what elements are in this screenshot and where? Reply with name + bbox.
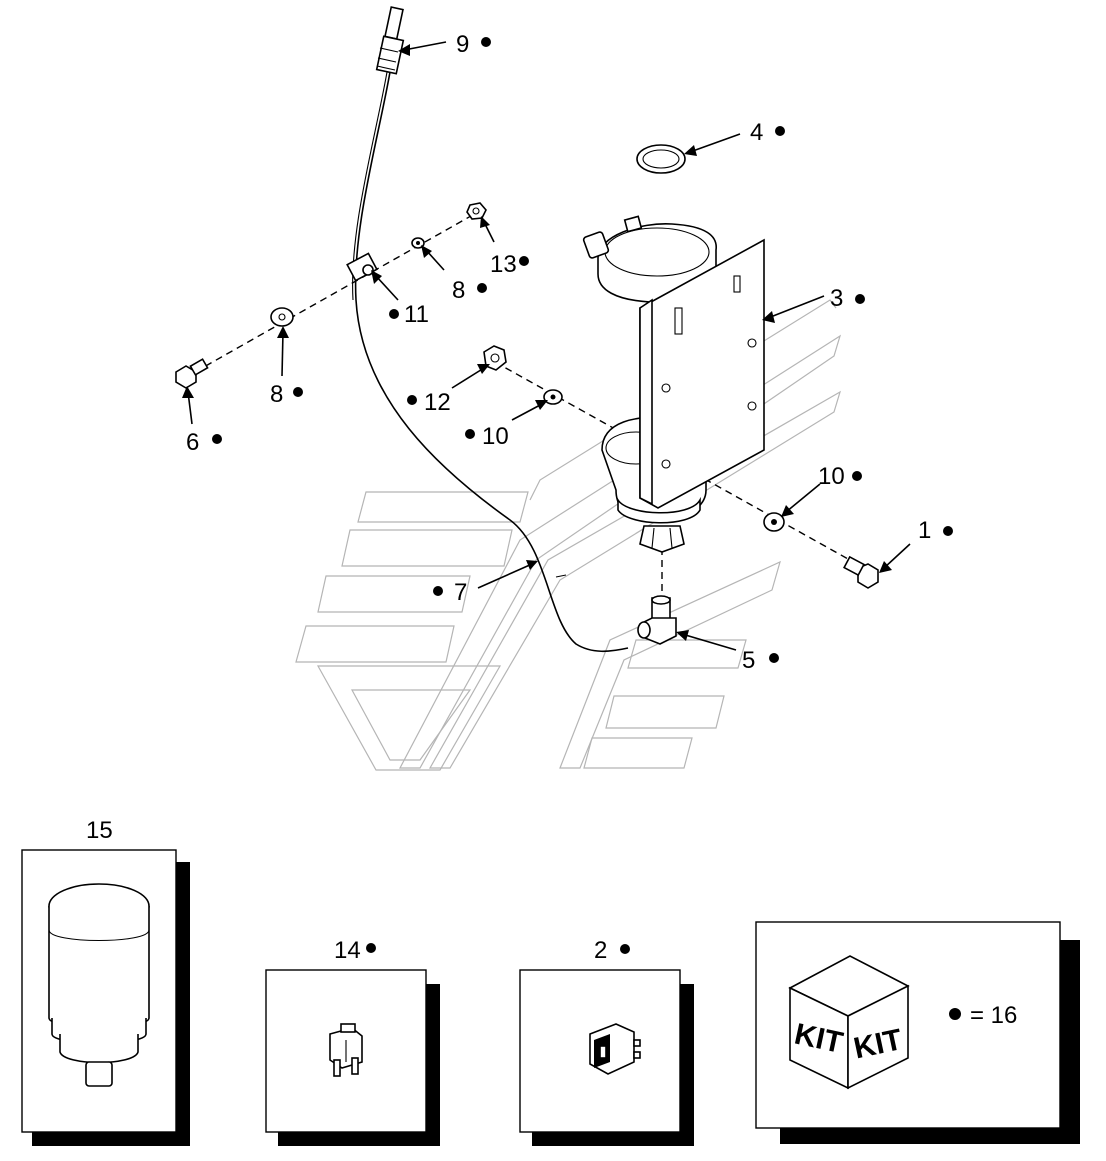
kit-dot-7: [433, 586, 443, 596]
kit-dot-9: [481, 37, 491, 47]
callout-9: 9: [456, 31, 469, 58]
fuse-icon: [329, 1023, 363, 1077]
inset-switch-label: 2: [594, 937, 607, 964]
callout-labels: 9 4 13 8 11 3 8 6 12 10 10 1 7 5: [186, 31, 953, 674]
kit-dot-6: [212, 434, 222, 444]
callout-12: 12: [424, 389, 451, 416]
kit-legend-dot: [949, 1008, 961, 1020]
kit-dot-8-upper: [477, 283, 487, 293]
callout-10-left: 10: [482, 423, 509, 450]
kit-dot-2: [620, 944, 630, 954]
kit-box-icon: KIT KIT: [788, 955, 910, 1090]
kit-dot-5: [769, 653, 779, 663]
leader-arrows: [182, 41, 911, 651]
callout-1: 1: [918, 517, 931, 544]
inset-fuse-label: 14: [334, 937, 361, 964]
assembly-lines: [194, 211, 876, 600]
kit-dot-10-left: [465, 429, 475, 439]
kit-dot-14: [366, 943, 376, 953]
inset-switch: 2: [519, 937, 694, 1146]
callout-11: 11: [404, 301, 429, 328]
inset-fuse: 14: [265, 937, 440, 1146]
inset-filter-label: 15: [86, 817, 113, 844]
callout-8-upper: 8: [452, 277, 465, 304]
kit-dot-4: [775, 126, 785, 136]
callout-7: 7: [454, 579, 467, 606]
inset-kit: KIT KIT = 16: [755, 921, 1080, 1144]
callout-6: 6: [186, 429, 199, 456]
kit-dot-13: [519, 256, 529, 266]
kit-dot-1: [943, 526, 953, 536]
filter-icon: [48, 883, 150, 1087]
callout-13: 13: [490, 251, 517, 278]
kit-dot-8-lower: [293, 387, 303, 397]
kit-dot-3: [855, 294, 865, 304]
elbow-fitting: [637, 595, 677, 645]
callout-8-lower: 8: [270, 381, 283, 408]
callout-5: 5: [742, 647, 755, 674]
rocker-switch-icon: [589, 1023, 641, 1075]
filter-bracket: [582, 215, 765, 553]
bolt-washer-right: [763, 512, 879, 589]
callout-10-right: 10: [818, 463, 845, 490]
kit-legend-text: = 16: [970, 1002, 1017, 1029]
sensor-wire: [352, 6, 629, 653]
callout-4: 4: [750, 119, 763, 146]
callout-3: 3: [830, 285, 843, 312]
kit-dot-12: [407, 395, 417, 405]
kit-dot-11: [389, 309, 399, 319]
kit-dot-10-right: [852, 471, 862, 481]
inset-filter: 15: [21, 817, 190, 1146]
nut-washer-left: [483, 345, 563, 405]
o-ring: [636, 144, 686, 174]
